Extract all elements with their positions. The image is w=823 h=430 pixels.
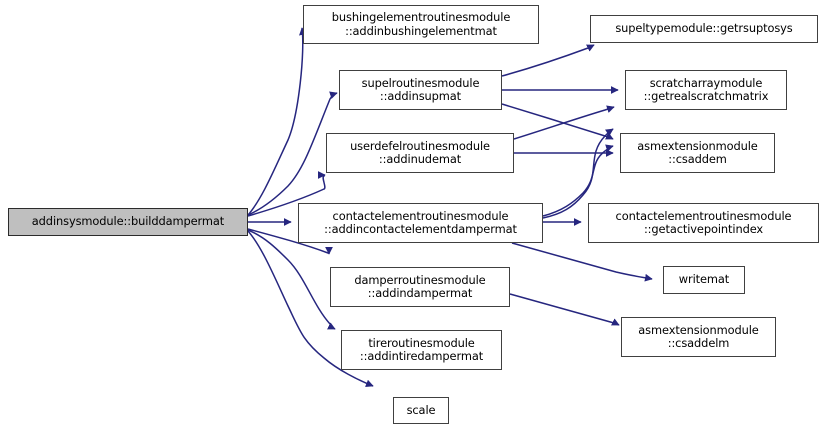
graph-node-addinudemat[interactable]: userdefelroutinesmodule ::addinudemat	[326, 133, 514, 173]
graph-edge-addincontactelementdampermat-to-getrealscratchmatrix	[542, 128, 614, 219]
graph-edge-builddampermat-to-addintiredampermat	[247, 229, 336, 330]
graph-node-addindampermat[interactable]: damperroutinesmodule ::addindampermat	[330, 267, 510, 307]
graph-edge-builddampermat-to-addinsupmat	[247, 91, 338, 216]
graph-node-addinsupmat[interactable]: supelroutinesmodule ::addinsupmat	[339, 70, 502, 110]
graph-node-csaddem[interactable]: asmextensionmodule ::csaddem	[620, 133, 775, 173]
graph-node-label: addinsysmodule::builddampermat	[31, 214, 225, 229]
graph-node-scale[interactable]: scale	[393, 397, 449, 424]
graph-node-getrsuptosys[interactable]: supeltypemodule::getrsuptosys	[590, 15, 818, 43]
graph-node-label: contactelementroutinesmodule ::addincont…	[324, 208, 517, 236]
graph-edge-addincontactelementdampermat-to-csaddem	[542, 144, 614, 217]
graph-node-label: supeltypemodule::getrsuptosys	[615, 21, 793, 36]
graph-node-addinbushingelementmat[interactable]: bushingelementroutinesmodule ::addinbush…	[303, 5, 539, 44]
graph-node-addintiredampermat[interactable]: tireroutinesmodule ::addintiredampermat	[341, 330, 502, 370]
graph-node-getrealscratchmatrix[interactable]: scratcharraymodule ::getrealscratchmatri…	[625, 70, 787, 110]
graph-node-label: tireroutinesmodule ::addintiredampermat	[359, 335, 484, 363]
graph-node-builddampermat[interactable]: addinsysmodule::builddampermat	[8, 208, 248, 236]
graph-node-label: damperroutinesmodule ::addindampermat	[354, 272, 486, 300]
graph-edge-builddampermat-to-scale	[247, 230, 374, 388]
graph-edge-builddampermat-to-addinbushingelementmat	[247, 27, 307, 216]
graph-edge-addincontactelementdampermat-to-writemat	[511, 242, 653, 282]
graph-edge-addinsupmat-to-csaddem	[501, 103, 614, 140]
graph-edges	[247, 27, 653, 388]
graph-node-csaddelm[interactable]: asmextensionmodule ::csaddelm	[621, 317, 776, 357]
graph-edge-addinsupmat-to-getrsuptosys	[501, 44, 595, 77]
graph-node-addincontactelementdampermat[interactable]: contactelementroutinesmodule ::addincont…	[298, 203, 543, 243]
graph-edge-builddampermat-to-addindampermat	[247, 228, 333, 255]
graph-node-label: writemat	[678, 272, 730, 287]
graph-node-label: bushingelementroutinesmodule ::addinbush…	[331, 10, 511, 38]
graph-node-getactivepointindex[interactable]: contactelementroutinesmodule ::getactive…	[588, 203, 819, 243]
graph-node-label: userdefelroutinesmodule ::addinudemat	[350, 138, 490, 166]
graph-node-label: supelroutinesmodule ::addinsupmat	[361, 75, 480, 103]
graph-edge-builddampermat-to-addinudemat	[247, 171, 326, 217]
graph-node-writemat[interactable]: writemat	[663, 266, 745, 294]
graph-node-label: asmextensionmodule ::csaddem	[637, 138, 758, 166]
graph-edge-addindampermat-to-csaddelm	[509, 293, 620, 326]
graph-node-label: asmextensionmodule ::csaddelm	[638, 322, 759, 350]
graph-node-label: contactelementroutinesmodule ::getactive…	[615, 208, 792, 236]
graph-node-label: scratcharraymodule ::getrealscratchmatri…	[643, 75, 769, 103]
graph-node-label: scale	[406, 402, 436, 417]
graph-edge-addinudemat-to-getrealscratchmatrix	[513, 105, 615, 140]
